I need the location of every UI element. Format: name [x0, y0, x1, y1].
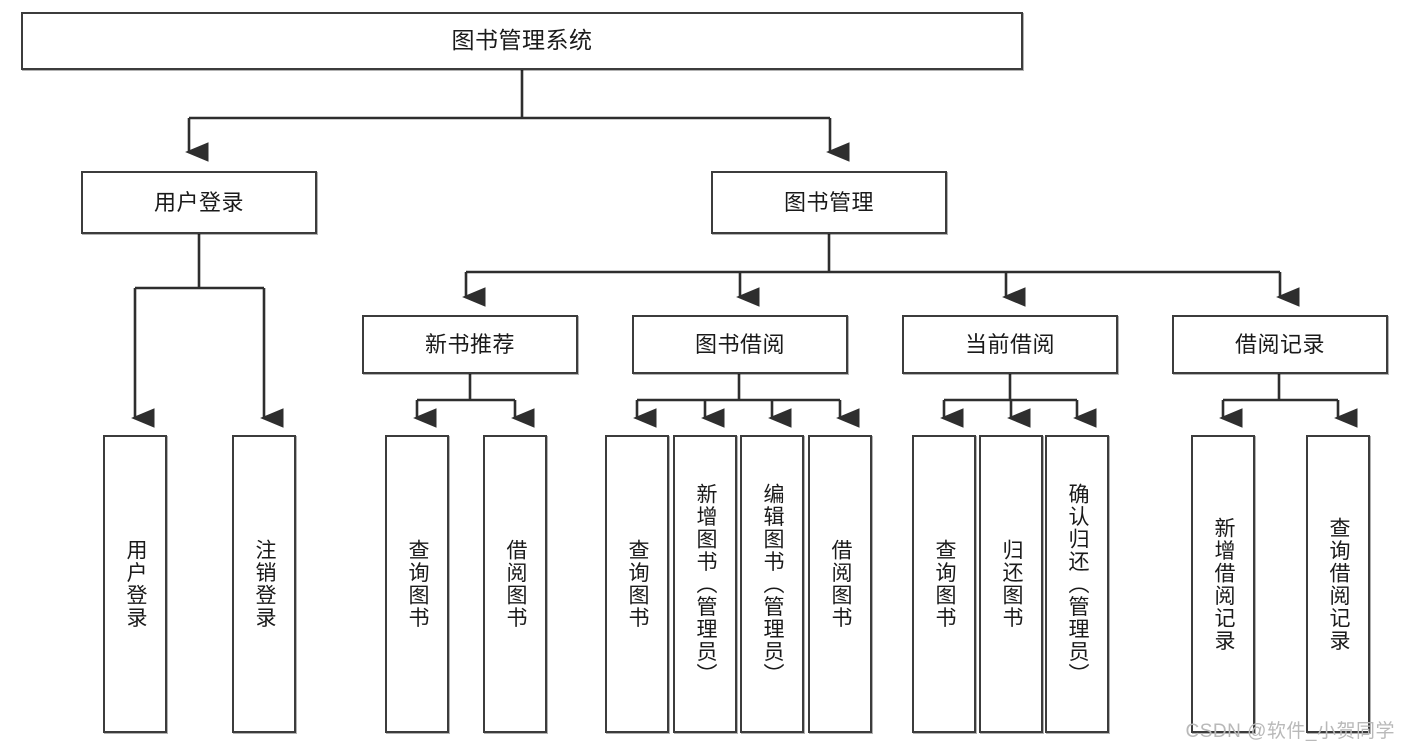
node-label: 图书管理系统 — [451, 27, 593, 54]
node-leaf-borrow-book-1[interactable]: 借阅图书 — [483, 435, 547, 733]
node-label: 用户登录 — [153, 189, 244, 215]
node-book-manage[interactable]: 图书管理 — [711, 171, 947, 234]
node-label: 借阅记录 — [1234, 331, 1325, 357]
node-current-borrow[interactable]: 当前借阅 — [902, 315, 1118, 374]
node-label: 新增借阅记录 — [1212, 516, 1236, 652]
node-leaf-user-login[interactable]: 用户登录 — [103, 435, 167, 733]
watermark-text: CSDN @软件_小贺同学 — [1185, 721, 1395, 742]
node-leaf-query-book-3[interactable]: 查询图书 — [912, 435, 976, 733]
node-label: 借阅图书 — [829, 539, 853, 629]
node-borrow-record[interactable]: 借阅记录 — [1172, 315, 1388, 374]
node-label: 确认归还（管理员） — [1066, 482, 1090, 686]
node-leaf-confirm-return[interactable]: 确认归还（管理员） — [1045, 435, 1109, 733]
node-label: 当前借阅 — [964, 331, 1055, 357]
node-root-system[interactable]: 图书管理系统 — [21, 12, 1023, 70]
node-leaf-query-record[interactable]: 查询借阅记录 — [1306, 435, 1370, 733]
node-label: 查询图书 — [933, 539, 957, 629]
node-label: 图书管理 — [783, 189, 874, 215]
node-new-book-recommend[interactable]: 新书推荐 — [362, 315, 578, 374]
node-user-login[interactable]: 用户登录 — [81, 171, 317, 234]
node-leaf-edit-book[interactable]: 编辑图书（管理员） — [740, 435, 804, 733]
node-label: 用户登录 — [124, 539, 148, 629]
node-leaf-return-book[interactable]: 归还图书 — [979, 435, 1043, 733]
node-label: 查询图书 — [406, 539, 430, 629]
node-book-borrow[interactable]: 图书借阅 — [632, 315, 848, 374]
node-label: 注销登录 — [253, 539, 277, 629]
node-leaf-user-logout[interactable]: 注销登录 — [232, 435, 296, 733]
node-label: 归还图书 — [1000, 539, 1024, 629]
node-label: 新书推荐 — [424, 331, 515, 357]
node-leaf-query-book-1[interactable]: 查询图书 — [385, 435, 449, 733]
node-label: 查询借阅记录 — [1327, 516, 1351, 652]
node-label: 借阅图书 — [504, 539, 528, 629]
node-leaf-borrow-book-2[interactable]: 借阅图书 — [808, 435, 872, 733]
node-leaf-add-record[interactable]: 新增借阅记录 — [1191, 435, 1255, 733]
node-leaf-query-book-2[interactable]: 查询图书 — [605, 435, 669, 733]
node-label: 查询图书 — [626, 539, 650, 629]
node-label: 编辑图书（管理员） — [761, 482, 785, 686]
node-leaf-add-book[interactable]: 新增图书（管理员） — [673, 435, 737, 733]
node-label: 图书借阅 — [694, 331, 785, 357]
node-label: 新增图书（管理员） — [694, 482, 718, 686]
